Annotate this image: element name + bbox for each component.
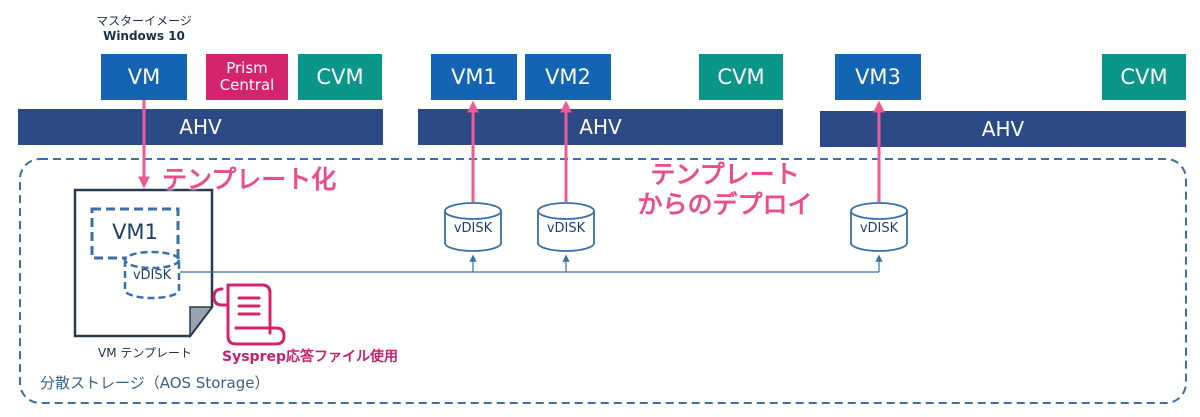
template-vm-label: VM1 <box>112 220 158 244</box>
template-caption: VM テンプレート <box>97 346 193 360</box>
host3-vm3-box: VM3 <box>835 54 921 100</box>
host2-vm2-box: VM2 <box>525 54 611 100</box>
prism-central-line1: Prism <box>226 59 268 77</box>
template-disk-icon <box>123 250 181 300</box>
host2-cvm-box: CVM <box>699 54 783 100</box>
vdisk-label-1: vDISK <box>453 221 493 236</box>
template-disk-label: vDISK <box>132 268 172 283</box>
host3-vm3-label: VM3 <box>855 65 901 89</box>
host2-cvm-label: CVM <box>717 65 765 89</box>
master-image-line2: Windows 10 <box>103 29 185 43</box>
template-card <box>73 188 214 339</box>
prism-central-box: Prism Central <box>206 54 288 100</box>
host3-cvm-box: CVM <box>1102 54 1186 100</box>
host1-ahv-label: AHV <box>179 115 222 139</box>
host1-vm-label: VM <box>127 65 161 89</box>
host2-vm1-label: VM1 <box>451 65 497 89</box>
master-image-label: マスターイメージ Windows 10 <box>88 14 200 44</box>
vdisk-cylinder-1 <box>444 202 502 252</box>
storage-label: 分散ストレージ（AOS Storage） <box>40 374 270 392</box>
storage-outline <box>19 158 1187 404</box>
disk-connectors <box>180 254 883 273</box>
vdisk-label-2: vDISK <box>546 221 586 236</box>
pink-arrows <box>138 100 885 202</box>
master-image-line1: マスターイメージ <box>96 14 192 28</box>
host2-ahv-bar: AHV <box>418 109 783 145</box>
deploy-label: テンプレート からのデプロイ <box>630 160 820 220</box>
prism-central-line2: Central <box>219 76 275 94</box>
host1-ahv-bar: AHV <box>18 109 383 145</box>
template-label: テンプレート化 <box>162 165 337 194</box>
host1-cvm-box: CVM <box>298 54 382 100</box>
host2-vm1-box: VM1 <box>431 54 517 100</box>
host3-cvm-label: CVM <box>1120 65 1168 89</box>
host3-ahv-bar: AHV <box>820 111 1186 147</box>
host1-cvm-label: CVM <box>316 65 364 89</box>
template-vm-dashed-box <box>90 207 180 260</box>
vdisk-cylinder-2 <box>537 202 595 252</box>
host2-vm2-label: VM2 <box>545 65 591 89</box>
vdisk-label-3: vDISK <box>859 221 899 236</box>
deploy-label-line2: からのデプロイ <box>637 190 813 219</box>
host1-vm-box: VM <box>101 54 187 100</box>
scroll-icon <box>212 283 286 346</box>
deploy-label-line1: テンプレート <box>650 160 800 189</box>
vdisk-cylinder-3 <box>850 202 908 252</box>
sysprep-label: Sysprep応答ファイル使用 <box>222 349 398 365</box>
host3-ahv-label: AHV <box>981 117 1025 141</box>
host2-ahv-label: AHV <box>579 115 622 139</box>
